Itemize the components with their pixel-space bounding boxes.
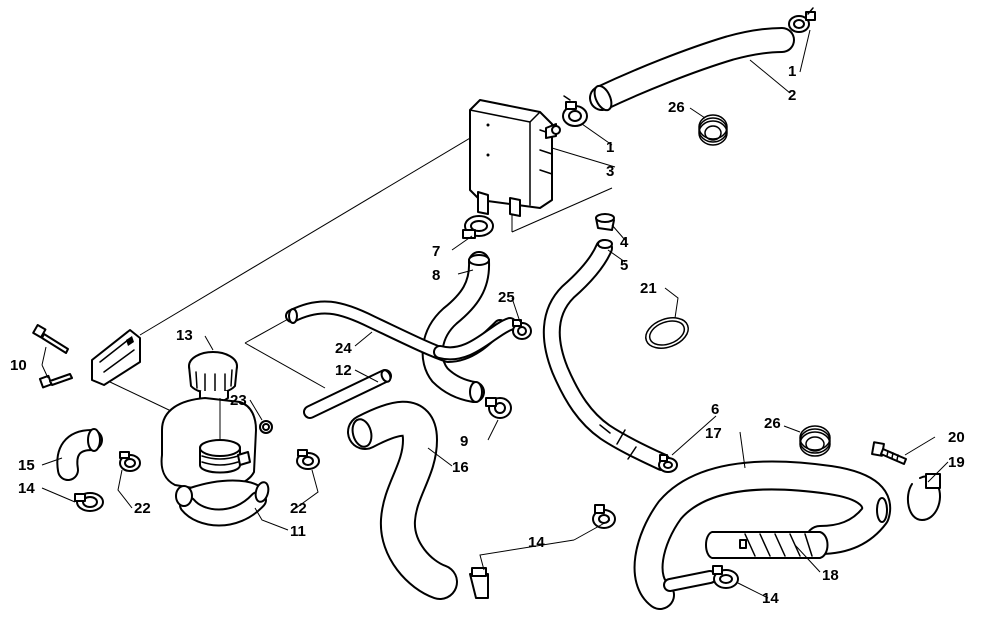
hose-sleeve-18: [705, 531, 829, 559]
callout-3: 3: [606, 163, 614, 180]
callout-22-left: 22: [134, 500, 151, 517]
expansion-box-3: [469, 99, 561, 217]
callout-7: 7: [432, 243, 440, 260]
callout-24: 24: [335, 340, 352, 357]
callout-11: 11: [290, 523, 306, 540]
hose-clamp-14-left: [74, 492, 104, 512]
hose-clamp-14-bottom: [469, 567, 489, 599]
callout-6: 6: [711, 401, 719, 418]
hose-8: [421, 251, 491, 403]
spring-clamp-21: [645, 317, 689, 349]
hose-2: [589, 27, 795, 112]
callout-26-top: 26: [668, 99, 685, 116]
callout-8: 8: [432, 267, 440, 284]
callout-4: 4: [620, 234, 629, 251]
callout-14-right: 14: [762, 590, 779, 607]
callout-15: 15: [18, 457, 35, 474]
callout-14-left: 14: [18, 480, 35, 497]
bolt-10-top: [32, 324, 69, 354]
callout-26-mid: 26: [764, 415, 781, 432]
callout-22-right: 22: [290, 500, 307, 517]
callout-17: 17: [705, 425, 722, 442]
callout-23: 23: [230, 392, 247, 409]
hose-16: [347, 400, 458, 600]
callout-1-top: 1: [788, 63, 796, 80]
callout-leaders: [41, 29, 949, 599]
hose-clamp-6: [658, 454, 678, 473]
callout-9: 9: [460, 433, 468, 450]
callout-18: 18: [822, 567, 839, 584]
coolant-tank-11: [160, 397, 270, 527]
bolt-20: [871, 441, 907, 465]
callout-21: 21: [640, 280, 657, 297]
callout-labels: 1 2 1 3 4 5 21 26 6 17 26 20 19 18 14 14…: [10, 63, 965, 607]
callout-13: 13: [176, 327, 193, 344]
callout-14-mid: 14: [528, 534, 545, 551]
callout-16: 16: [452, 459, 469, 476]
hose-clamp-25: [512, 319, 532, 340]
filler-cap-13: [188, 351, 238, 404]
bolt-10-bottom: [38, 373, 73, 389]
hose-12: [303, 369, 392, 419]
callout-5: 5: [620, 257, 628, 274]
hose-clamp-22-right: [296, 449, 320, 470]
spring-clamp-26-top: [698, 114, 728, 146]
reference-lines: [109, 124, 613, 421]
elbow-hose-15: [56, 428, 103, 481]
hose-clamp-14-middle: [592, 504, 616, 529]
hose-5: [542, 239, 671, 471]
callout-25: 25: [498, 289, 515, 306]
hose-clamp-14-right: [712, 565, 739, 589]
callout-20: 20: [948, 429, 965, 446]
hose-clamp-9: [485, 397, 512, 419]
hose-cap-4: [595, 213, 615, 231]
hose-24: [285, 300, 517, 363]
cable-bracket-19: [906, 473, 941, 521]
callout-12: 12: [335, 362, 352, 379]
callout-10: 10: [10, 357, 27, 374]
hose-clamp-1-box: [562, 95, 588, 127]
hose-17: [633, 460, 892, 610]
hose-clamp-23: [259, 420, 273, 434]
callout-1-box: 1: [606, 139, 614, 156]
hose-clamp-7: [462, 215, 494, 239]
callout-2: 2: [788, 87, 796, 104]
spring-clamp-26-mid: [799, 425, 831, 457]
hose-clamp-22-left: [119, 451, 141, 472]
callout-19: 19: [948, 454, 965, 471]
mounting-bracket-10: [91, 329, 141, 386]
hose-clamp-1-top: [788, 7, 816, 33]
